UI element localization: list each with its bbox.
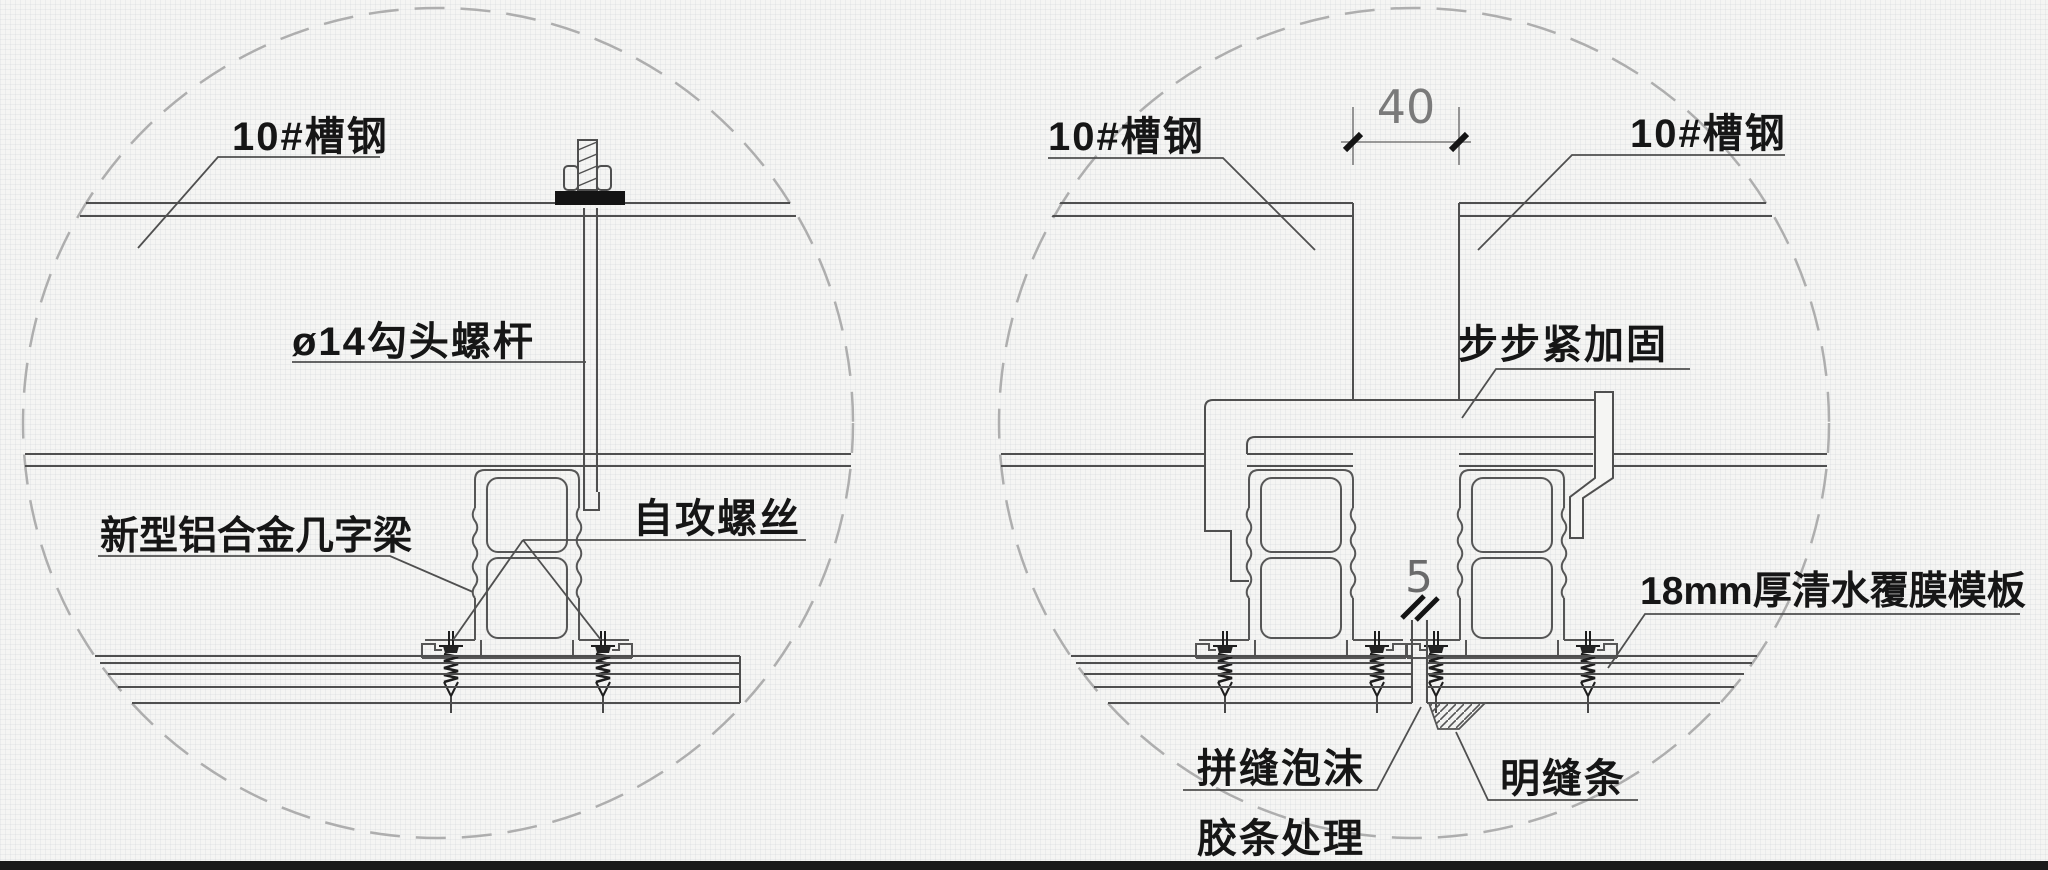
aluminum-beam-left — [422, 470, 632, 713]
reveal-strip-hatched — [1427, 702, 1488, 730]
label-channel-steel-r-left: 10#槽钢 — [1048, 115, 1205, 159]
hook-end — [583, 492, 600, 511]
hook-bolt-rod — [583, 208, 600, 511]
leader-aluminum-beam — [98, 555, 474, 593]
formwork-layers-right — [1071, 620, 1757, 704]
aluminum-beam-right-2 — [1407, 470, 1617, 713]
right-detail-boundary-circle — [997, 6, 1831, 840]
leader-step-clamp — [1461, 368, 1690, 419]
step-clamp-right-hook — [1569, 391, 1614, 539]
leader-channel-steel — [137, 156, 380, 249]
bolt-and-nut — [555, 139, 625, 205]
panel-joint-lines — [1411, 620, 1428, 703]
channel-gap-edges — [1352, 203, 1460, 400]
dimension-joint-5 — [1400, 594, 1440, 622]
right-detail: 40 5 10#槽钢 10#槽钢 步步紧加固 18mm厚清水覆膜模板 拼缝泡沫 … — [997, 6, 2026, 861]
aluminum-beam-right-1 — [1196, 470, 1406, 713]
channel-steel-flange-lines — [25, 202, 851, 467]
channel-steel-flange-lines-right — [1001, 202, 1827, 467]
dimension-40-value: 40 — [1377, 80, 1436, 134]
label-self-tapping-screw: 自攻螺丝 — [633, 497, 801, 541]
dimension-gap-40 — [1341, 107, 1471, 165]
leader-seam-foam — [1183, 706, 1422, 791]
label-seam-foam-line2: 胶条处理 — [1197, 817, 1365, 861]
leader-self-tapping-screw — [452, 539, 806, 641]
label-seam-foam-line1: 拼缝泡沫 — [1197, 747, 1365, 791]
left-detail-boundary-circle — [21, 6, 855, 840]
label-step-clamp: 步步紧加固 — [1458, 323, 1668, 367]
formwork-layers-left — [95, 655, 741, 704]
step-clamp-bar — [1204, 399, 1595, 582]
sheet-bottom-border — [0, 861, 2048, 870]
left-detail: 10#槽钢 ø14勾头螺杆 新型铝合金几字梁 自攻螺丝 — [21, 6, 855, 840]
leader-channel-steel-right — [1477, 154, 1785, 251]
label-aluminum-beam: 新型铝合金几字梁 — [100, 514, 412, 558]
label-reveal-strip: 明缝条 — [1500, 757, 1626, 801]
label-hook-bolt: ø14勾头螺杆 — [292, 320, 535, 364]
bearing-plate — [555, 191, 625, 205]
leader-formwork — [1607, 613, 2020, 669]
label-formwork: 18mm厚清水覆膜模板 — [1640, 570, 2026, 613]
leader-channel-steel-left — [1048, 157, 1316, 251]
label-channel-steel-left-circle: 10#槽钢 — [232, 115, 389, 159]
dimension-5-value: 5 — [1405, 552, 1433, 603]
leader-reveal-strip — [1455, 731, 1638, 801]
label-channel-steel-r-right: 10#槽钢 — [1630, 112, 1787, 156]
